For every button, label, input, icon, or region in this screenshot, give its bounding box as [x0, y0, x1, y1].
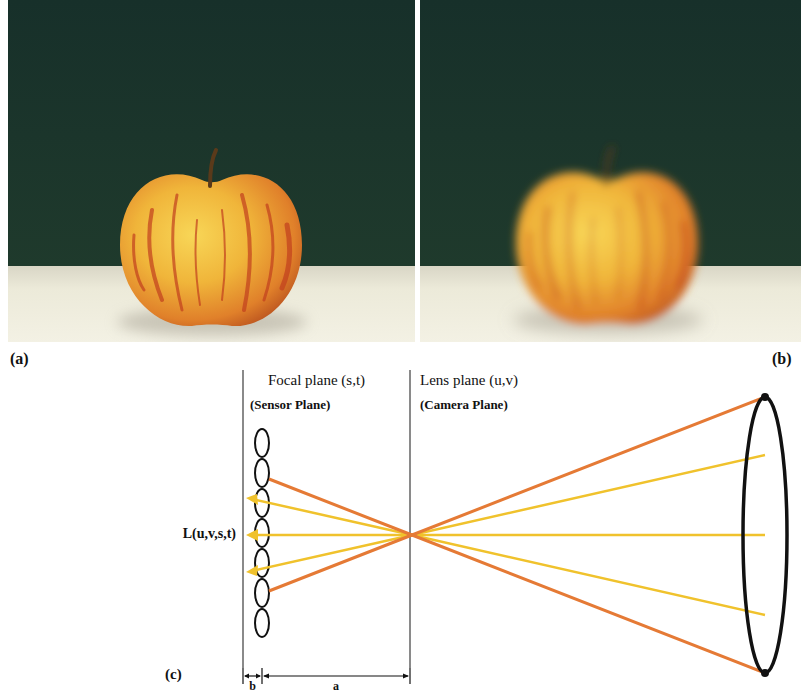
sharp-photo [8, 0, 415, 342]
function-label: L(u,v,s,t) [183, 526, 236, 542]
plane-label: Focal plane (s,t) [268, 372, 365, 389]
panel-label: (b) [772, 350, 792, 368]
dimension-label: a [333, 680, 339, 694]
panel-label: (a) [10, 350, 29, 368]
plane-label: Lens plane (u,v) [420, 372, 518, 389]
plane-label: (Sensor Plane) [250, 398, 330, 413]
dimension-label: b [249, 680, 256, 694]
panel-label: (c) [165, 666, 182, 683]
plane-label: (Camera Plane) [420, 398, 508, 413]
blurred-photo [420, 0, 801, 342]
light-field-diagram [243, 370, 787, 684]
